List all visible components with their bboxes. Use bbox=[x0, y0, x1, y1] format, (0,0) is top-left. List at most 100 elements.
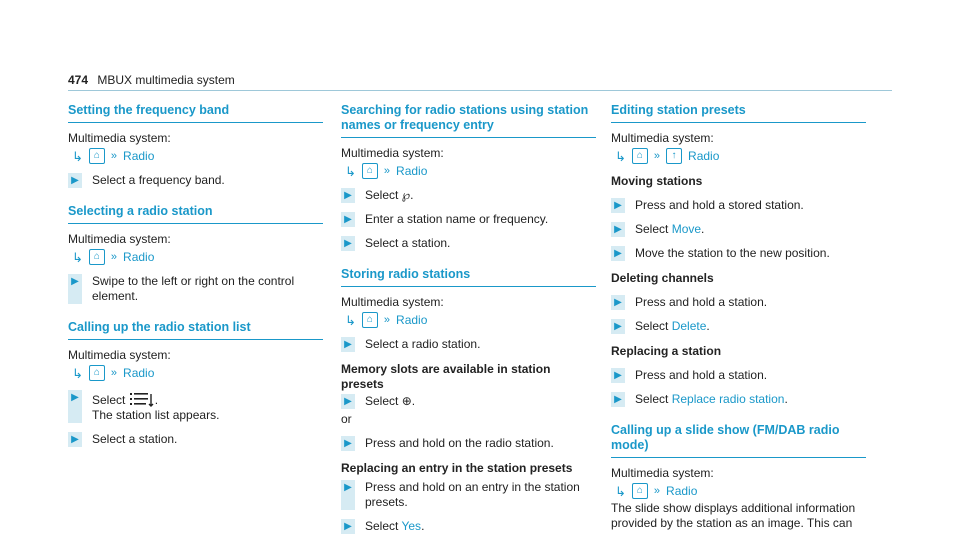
step-arrow-icon: ▶ bbox=[341, 480, 355, 510]
home-icon: ⌂ bbox=[361, 312, 378, 328]
section-title: Calling up a slide show (FM/DAB radio mo… bbox=[611, 423, 866, 458]
step: ▶ Select ℘. bbox=[341, 188, 596, 203]
step: ▶ Select Delete. bbox=[611, 319, 866, 334]
double-chevron-icon: » bbox=[110, 366, 118, 379]
multimedia-system-label: Multimedia system: bbox=[68, 232, 171, 246]
menu-path: ↳ ⌂ » Radio bbox=[341, 312, 596, 328]
delete-option[interactable]: Delete bbox=[671, 319, 707, 333]
menu-path: ↳ ⌂ » ↑ Radio bbox=[611, 148, 866, 164]
step: ▶ Select a station. bbox=[68, 432, 323, 447]
path-arrow-icon: ↳ bbox=[72, 148, 83, 164]
step: ▶ Select a radio station. bbox=[341, 337, 596, 352]
step-arrow-icon: ▶ bbox=[341, 188, 355, 203]
step: ▶ Select Yes. bbox=[341, 519, 596, 534]
step: ▶ Select Move. bbox=[611, 222, 866, 237]
multimedia-system-label: Multimedia system: bbox=[341, 146, 444, 160]
step-arrow-icon: ▶ bbox=[341, 337, 355, 352]
radio-link[interactable]: Radio bbox=[666, 483, 698, 498]
section-title: Selecting a radio station bbox=[68, 204, 323, 224]
section-slide-show: Calling up a slide show (FM/DAB radio mo… bbox=[611, 423, 866, 531]
step: ▶ Select . The station list appears. bbox=[68, 390, 323, 423]
move-option[interactable]: Move bbox=[671, 222, 702, 236]
double-chevron-icon: » bbox=[653, 484, 661, 497]
radio-link[interactable]: Radio bbox=[396, 312, 428, 327]
station-list-note: The station list appears. bbox=[92, 408, 220, 422]
path-arrow-icon: ↳ bbox=[72, 365, 83, 381]
step-arrow-icon: ▶ bbox=[611, 392, 625, 407]
step-arrow-icon: ▶ bbox=[611, 246, 625, 261]
page-header-title: MBUX multimedia system bbox=[97, 73, 235, 87]
step: ▶ Enter a station name or frequency. bbox=[341, 212, 596, 227]
column-1: Setting the frequency band Multimedia sy… bbox=[68, 103, 323, 463]
section-searching-stations: Searching for radio stations using stati… bbox=[341, 103, 596, 251]
menu-path: ↳ ⌂ » Radio bbox=[68, 365, 323, 381]
step-arrow-icon: ▶ bbox=[341, 212, 355, 227]
menu-path: ↳ ⌂ » Radio bbox=[611, 483, 866, 499]
double-chevron-icon: » bbox=[653, 149, 661, 162]
step-arrow-icon: ▶ bbox=[68, 173, 82, 188]
step: ▶ Press and hold a station. bbox=[611, 368, 866, 383]
step: ▶ Select a frequency band. bbox=[68, 173, 323, 188]
home-icon: ⌂ bbox=[88, 148, 105, 164]
section-storing-stations: Storing radio stations Multimedia system… bbox=[341, 267, 596, 534]
radio-link[interactable]: Radio bbox=[123, 148, 155, 163]
step: ▶ Select ⊕. bbox=[341, 394, 596, 409]
section-title: Calling up the radio station list bbox=[68, 320, 323, 340]
multimedia-system-label: Multimedia system: bbox=[611, 131, 714, 145]
replace-station-option[interactable]: Replace radio station bbox=[671, 392, 785, 406]
step: ▶ Press and hold on an entry in the stat… bbox=[341, 480, 596, 510]
step-arrow-icon: ▶ bbox=[341, 394, 355, 409]
step-arrow-icon: ▶ bbox=[611, 368, 625, 383]
step: ▶ Select Replace radio station. bbox=[611, 392, 866, 407]
section-title: Storing radio stations bbox=[341, 267, 596, 287]
step: ▶ Swipe to the left or right on the cont… bbox=[68, 274, 323, 304]
step-arrow-icon: ▶ bbox=[68, 274, 82, 304]
step-arrow-icon: ▶ bbox=[611, 319, 625, 334]
section-title: Searching for radio stations using stati… bbox=[341, 103, 596, 138]
step: ▶ Press and hold on the radio station. bbox=[341, 436, 596, 451]
subheading: Memory slots are available in station pr… bbox=[341, 362, 551, 391]
path-arrow-icon: ↳ bbox=[615, 483, 626, 499]
double-chevron-icon: » bbox=[383, 313, 391, 326]
path-arrow-icon: ↳ bbox=[345, 312, 356, 328]
section-editing-presets: Editing station presets Multimedia syste… bbox=[611, 103, 866, 407]
double-chevron-icon: » bbox=[110, 250, 118, 263]
subheading: Deleting channels bbox=[611, 271, 714, 285]
subheading: Replacing an entry in the station preset… bbox=[341, 461, 573, 475]
menu-path: ↳ ⌂ » Radio bbox=[341, 163, 596, 179]
path-arrow-icon: ↳ bbox=[615, 148, 626, 164]
step: ▶ Press and hold a station. bbox=[611, 295, 866, 310]
page-header: 474 MBUX multimedia system bbox=[68, 73, 235, 87]
multimedia-system-label: Multimedia system: bbox=[68, 131, 171, 145]
home-icon: ⌂ bbox=[631, 148, 648, 164]
section-title: Editing station presets bbox=[611, 103, 866, 123]
step-arrow-icon: ▶ bbox=[611, 295, 625, 310]
double-chevron-icon: » bbox=[110, 149, 118, 162]
yes-option[interactable]: Yes bbox=[401, 519, 422, 533]
home-icon: ⌂ bbox=[361, 163, 378, 179]
double-chevron-icon: » bbox=[383, 164, 391, 177]
search-icon[interactable]: ℘ bbox=[401, 188, 411, 202]
path-arrow-icon: ↳ bbox=[345, 163, 356, 179]
page-number: 474 bbox=[68, 73, 89, 87]
step-arrow-icon: ▶ bbox=[68, 432, 82, 447]
radio-link[interactable]: Radio bbox=[688, 148, 720, 163]
step: ▶ Press and hold a stored station. bbox=[611, 198, 866, 213]
step: ▶ Move the station to the new position. bbox=[611, 246, 866, 261]
menu-path: ↳ ⌂ » Radio bbox=[68, 148, 323, 164]
radio-link[interactable]: Radio bbox=[396, 163, 428, 178]
add-preset-icon[interactable]: ⊕ bbox=[401, 394, 412, 408]
section-frequency-band: Setting the frequency band Multimedia sy… bbox=[68, 103, 323, 188]
header-divider bbox=[68, 90, 892, 91]
step-arrow-icon: ▶ bbox=[341, 236, 355, 251]
radio-link[interactable]: Radio bbox=[123, 365, 155, 380]
step-arrow-icon: ▶ bbox=[611, 198, 625, 213]
step: ▶ Select a station. bbox=[341, 236, 596, 251]
radio-link[interactable]: Radio bbox=[123, 249, 155, 264]
antenna-icon: ↑ bbox=[666, 148, 683, 164]
station-list-icon[interactable] bbox=[129, 390, 155, 408]
multimedia-system-label: Multimedia system: bbox=[611, 466, 714, 480]
slide-show-description: The slide show displays additional infor… bbox=[611, 501, 856, 530]
subheading: Moving stations bbox=[611, 174, 703, 188]
section-title: Setting the frequency band bbox=[68, 103, 323, 123]
